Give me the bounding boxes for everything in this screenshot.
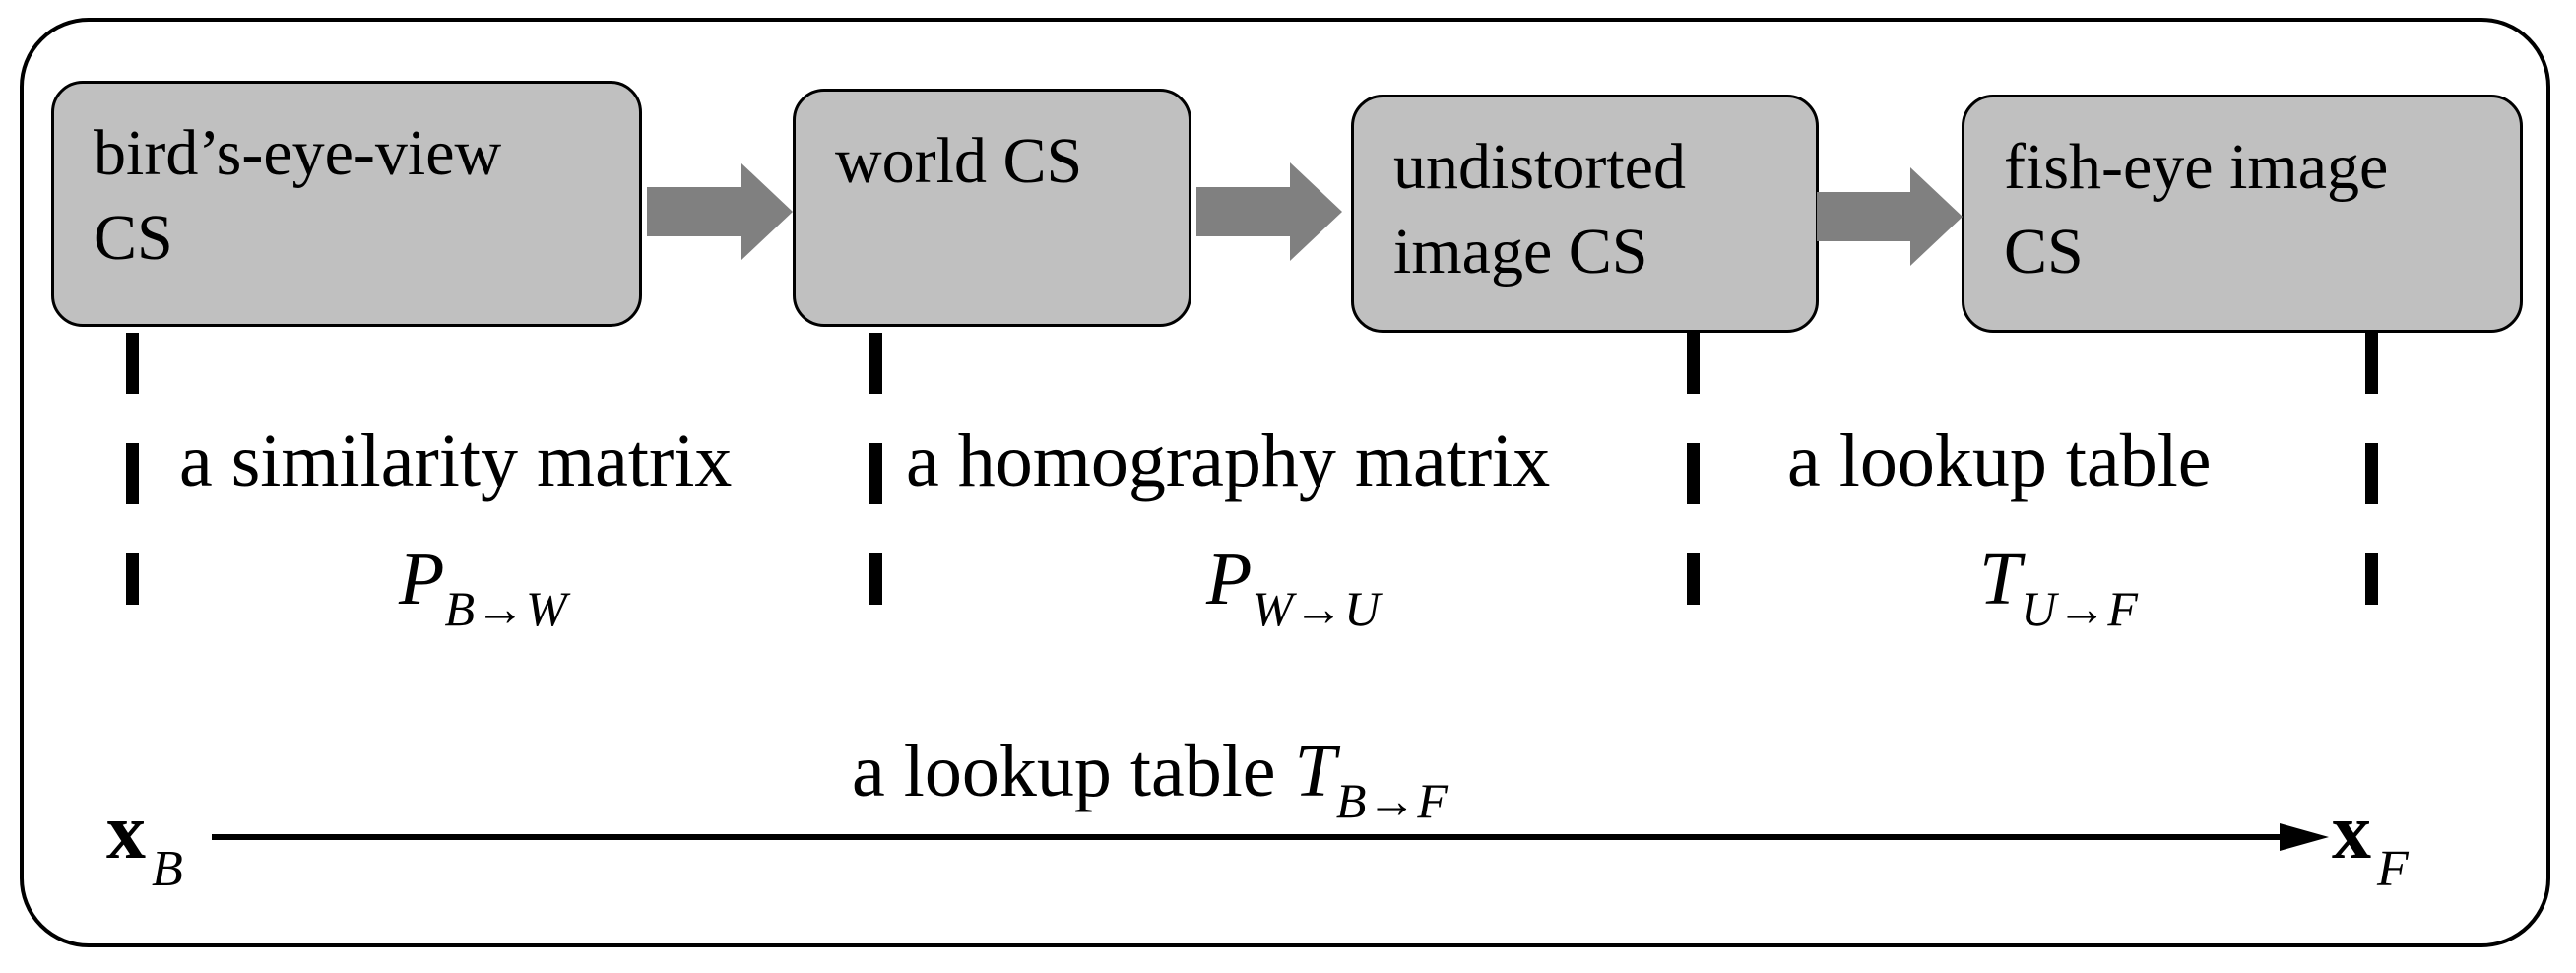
flow-arrow-1 — [647, 162, 793, 261]
boundary-dash — [1687, 553, 1700, 605]
boundary-dash — [1687, 443, 1700, 504]
box-label-line2: CS — [2004, 216, 2084, 288]
symbol-subscript: B→W — [444, 581, 568, 636]
overall-label: a lookup table TB→F — [852, 729, 1449, 828]
boundary-dash — [1687, 333, 1700, 394]
box-world-cs: world CS — [793, 89, 1191, 327]
symbol-t-u-f: TU→F — [1979, 537, 2139, 636]
box-label-line1: fish-eye image — [2004, 131, 2389, 203]
boundary-dash — [869, 333, 882, 394]
diagram-frame — [20, 18, 2550, 947]
boundary-dash — [126, 443, 139, 504]
box-label-line1: undistorted — [1393, 131, 1686, 203]
overall-label-text: a lookup table — [852, 730, 1276, 812]
boundary-dash — [126, 333, 139, 394]
vector-symbol: x — [2332, 789, 2371, 876]
boundary-dash — [126, 553, 139, 605]
box-label-line1: world CS — [835, 125, 1083, 197]
box-undistorted-image-cs: undistorted image CS — [1351, 95, 1819, 333]
box-label-line1: bird’s-eye-view — [94, 117, 502, 189]
symbol-letter: T — [1979, 538, 2022, 620]
segment-label-homography: a homography matrix — [906, 420, 1551, 502]
main-mapping-arrow — [212, 823, 2329, 851]
segment-label-lookup: a lookup table — [1787, 420, 2212, 502]
flow-arrow-3 — [1817, 167, 1963, 266]
box-label-line2: CS — [94, 202, 173, 274]
symbol-p-b-w: PB→W — [399, 537, 568, 636]
symbol-subscript: W→U — [1252, 581, 1382, 636]
box-birds-eye-view-cs: bird’s-eye-view CS — [51, 81, 642, 327]
overall-subscript: B→F — [1335, 773, 1449, 828]
boundary-dash — [2365, 443, 2378, 504]
segment-label-similarity: a similarity matrix — [179, 420, 733, 502]
box-label-line2: image CS — [1393, 216, 1648, 288]
boundary-dash — [869, 553, 882, 605]
box-fish-eye-image-cs: fish-eye image CS — [1962, 95, 2523, 333]
boundary-dash — [2365, 333, 2378, 394]
symbol-letter: P — [1206, 538, 1253, 620]
flow-arrow-2 — [1196, 162, 1342, 261]
boundary-dash — [2365, 553, 2378, 605]
vector-symbol: x — [106, 789, 146, 876]
vector-subscript: B — [152, 841, 183, 897]
boundary-dash — [869, 443, 882, 504]
symbol-p-w-u: PW→U — [1206, 537, 1381, 636]
vector-subscript: F — [2377, 841, 2409, 897]
symbol-letter: P — [399, 538, 445, 620]
symbol-subscript: U→F — [2021, 581, 2139, 636]
overall-symbol: T — [1294, 730, 1336, 812]
